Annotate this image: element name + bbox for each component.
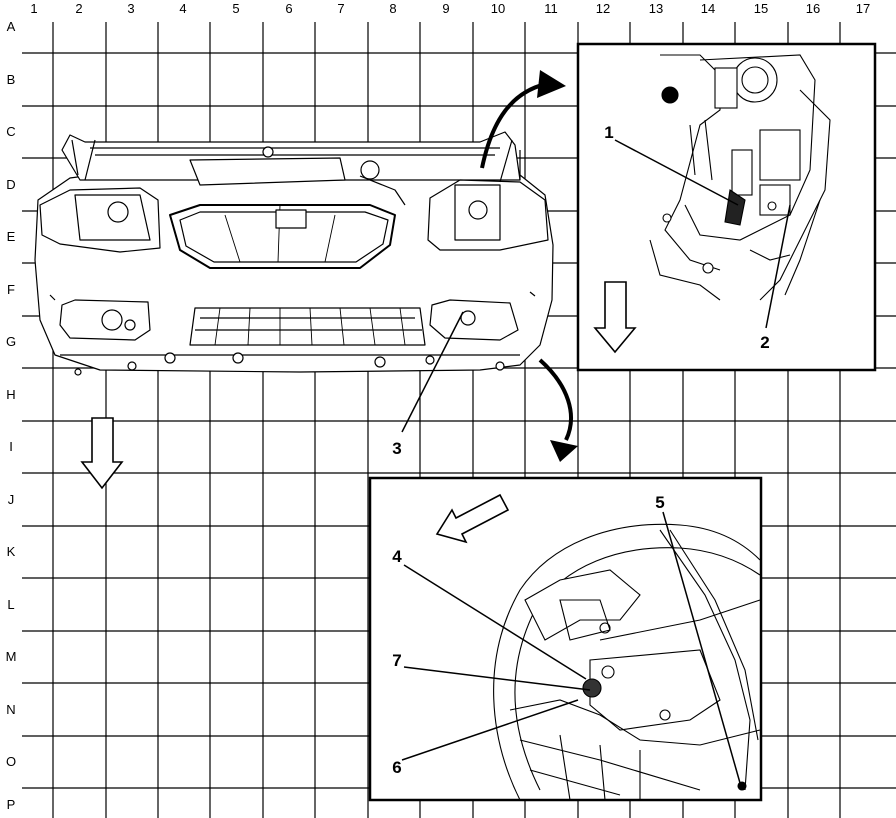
callout-4: 4 — [392, 547, 402, 566]
row-label: G — [6, 334, 16, 349]
callout-1: 1 — [604, 123, 613, 142]
col-label: 13 — [649, 1, 663, 16]
col-label: 2 — [75, 1, 82, 16]
row-label: N — [6, 702, 15, 717]
column-labels: 1 2 3 4 5 6 7 8 9 10 11 12 13 14 15 16 1… — [30, 1, 870, 16]
row-label: D — [6, 177, 15, 192]
callout-3-group: 3 — [392, 311, 464, 458]
col-label: 14 — [701, 1, 715, 16]
row-label: P — [7, 797, 16, 812]
detail-lower-inset: 4 5 7 6 — [368, 476, 763, 802]
row-labels: A B C D E F G H I J K L M N O P — [6, 19, 17, 812]
col-label: 17 — [856, 1, 870, 16]
curved-arrow-lower — [538, 358, 578, 462]
col-label: 8 — [389, 1, 396, 16]
curved-arrow-upper — [480, 70, 566, 169]
col-label: 16 — [806, 1, 820, 16]
row-label: H — [6, 387, 15, 402]
col-label: 6 — [285, 1, 292, 16]
row-label: M — [6, 649, 17, 664]
col-label: 1 — [30, 1, 37, 16]
col-label: 11 — [544, 1, 558, 16]
col-label: 3 — [127, 1, 134, 16]
row-label: B — [7, 72, 16, 87]
callout-3: 3 — [392, 439, 401, 458]
row-label: L — [7, 597, 14, 612]
row-label: A — [7, 19, 16, 34]
col-label: 5 — [232, 1, 239, 16]
col-label: 12 — [596, 1, 610, 16]
col-label: 4 — [179, 1, 186, 16]
vehicle-front-view — [34, 131, 554, 376]
col-label: 10 — [491, 1, 505, 16]
row-label: O — [6, 754, 16, 769]
detail-upper-inset: 1 2 — [576, 42, 877, 372]
col-label: 7 — [337, 1, 344, 16]
row-label: C — [6, 124, 15, 139]
direction-arrow-main — [80, 417, 124, 490]
row-label: J — [8, 492, 15, 507]
callout-5: 5 — [655, 493, 664, 512]
row-label: I — [9, 439, 13, 454]
callout-2: 2 — [760, 333, 769, 352]
row-label: K — [7, 544, 16, 559]
row-label: E — [7, 229, 16, 244]
callout-6: 6 — [392, 758, 401, 777]
col-label: 9 — [442, 1, 449, 16]
row-label: F — [7, 282, 15, 297]
callout-7: 7 — [392, 651, 401, 670]
col-label: 15 — [754, 1, 768, 16]
